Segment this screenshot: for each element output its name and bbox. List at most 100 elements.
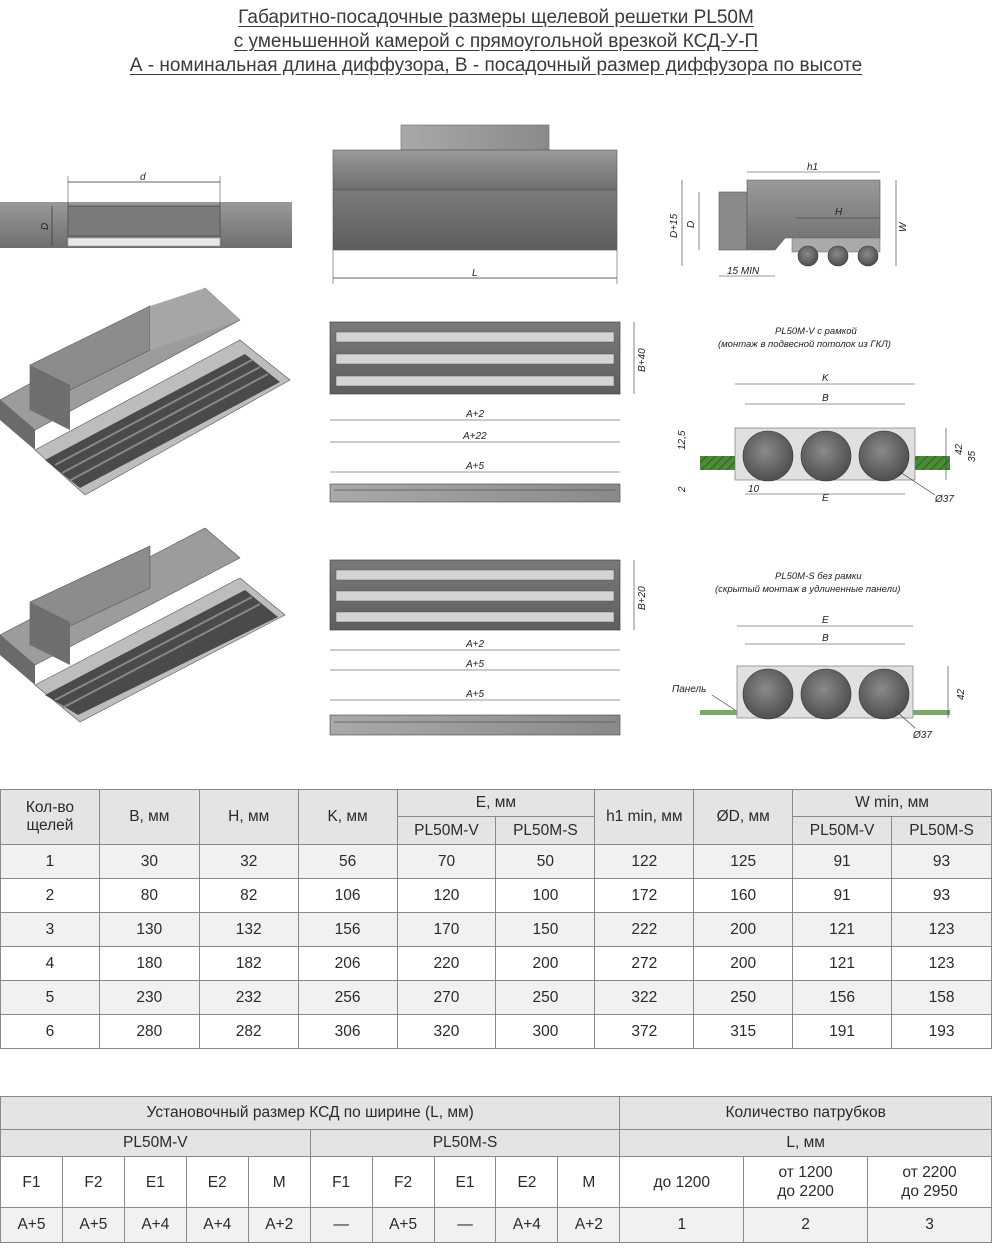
title-line-2: с уменьшенной камерой с прямоугольной вр…	[233, 31, 759, 52]
cell: 220	[396, 946, 497, 981]
cell: 306	[297, 1014, 398, 1049]
cell: 315	[693, 1014, 794, 1049]
range-3: от 2200 до 2950	[867, 1156, 992, 1208]
label-35: 35	[967, 450, 978, 462]
caption-v-2: (монтаж в подвесной потолок из ГКЛ)	[718, 339, 891, 350]
cell: 82	[198, 878, 299, 913]
label-D15: D+15	[669, 213, 680, 238]
cell: —	[433, 1207, 497, 1243]
col-label: M	[247, 1156, 311, 1208]
cell: 106	[297, 878, 398, 913]
label-B20: B+20	[637, 586, 648, 610]
cell: 80	[98, 878, 200, 913]
header-w-s: PL50M-S	[891, 816, 992, 845]
cell: 150	[495, 912, 596, 947]
header-install-size: Установочный размер КСД по ширине (L, мм…	[0, 1096, 621, 1130]
cell: 170	[396, 912, 497, 947]
label-B-v: B	[822, 393, 829, 404]
cell: 193	[891, 1014, 992, 1049]
label-42-s: 42	[956, 688, 967, 700]
section-v: PL50M-V с рамкой (монтаж в подвесной пот…	[677, 326, 978, 505]
cell: A+2	[557, 1207, 621, 1243]
label-D: D	[40, 223, 51, 230]
cell: 2	[0, 878, 100, 913]
cell: 5	[0, 980, 100, 1015]
label-H: H	[835, 207, 843, 218]
label-A2-s: A+2	[465, 639, 485, 650]
cell: 172	[594, 878, 695, 913]
label-B-s: B	[822, 633, 829, 644]
label-A5-v: A+5	[465, 461, 485, 472]
title-line-1: Габаритно-посадочные размеры щелевой реш…	[238, 7, 754, 28]
cell: 206	[297, 946, 398, 981]
grille-front-v: B+40 A+2 A+22 A+5	[329, 321, 648, 503]
header-group-s: PL50M-S	[309, 1129, 621, 1157]
cell: A+4	[495, 1207, 559, 1243]
header-w: W min, мм	[792, 789, 992, 817]
cell: 3	[867, 1207, 992, 1243]
label-D-side: D	[686, 221, 697, 228]
cell: 93	[891, 844, 992, 879]
caption-s-1: PL50M-S без рамки	[775, 571, 862, 582]
cell: 123	[891, 912, 992, 947]
cell: 200	[693, 912, 794, 947]
dimensions-table: Кол-во щелей B, мм H, мм K, мм E, мм h1 …	[0, 789, 992, 1049]
col-label: E2	[185, 1156, 249, 1208]
label-K: K	[822, 373, 830, 384]
caption-v-1: PL50M-V с рамкой	[775, 326, 857, 337]
header-count: Кол-во щелей	[0, 789, 100, 845]
label-B40: B+40	[637, 348, 648, 372]
cell: 121	[792, 912, 893, 947]
cell: 6	[0, 1014, 100, 1049]
label-h1: h1	[807, 162, 818, 173]
section-s: PL50M-S без рамки (скрытый монтаж в удли…	[672, 571, 967, 741]
range-1: до 1200	[619, 1156, 745, 1208]
cell: 121	[792, 946, 893, 981]
cell: 160	[693, 878, 794, 913]
header-nozzle-count: Количество патрубков	[619, 1096, 992, 1130]
cell: 256	[297, 980, 398, 1015]
cell: 3	[0, 912, 100, 947]
label-E-v: E	[822, 493, 829, 504]
label-2: 2	[677, 486, 688, 493]
side-view-h1: h1 H W D D+15 15 MIN	[669, 162, 909, 277]
range-3-to: до 2950	[901, 1183, 958, 1200]
cell: 270	[396, 980, 497, 1015]
cell: 250	[495, 980, 596, 1015]
cell: 156	[792, 980, 893, 1015]
col-label: M	[557, 1156, 621, 1208]
label-A5-s: A+5	[465, 659, 485, 670]
cell: A+4	[123, 1207, 187, 1243]
header-e-v: PL50M-V	[396, 816, 497, 845]
cell: 322	[594, 980, 695, 1015]
label-W: W	[898, 221, 909, 232]
cell: A+4	[185, 1207, 249, 1243]
isometric-view-v	[0, 287, 291, 496]
cell: —	[309, 1207, 373, 1243]
label-d37-v: Ø37	[934, 494, 954, 505]
cell: 282	[198, 1014, 299, 1049]
cell: 372	[594, 1014, 695, 1049]
cell: 1	[0, 844, 100, 879]
header-b: B, мм	[98, 789, 200, 845]
title-line-3: А - номинальная длина диффузора, В - пос…	[129, 55, 863, 76]
col-label: E1	[433, 1156, 497, 1208]
label-15min: 15 MIN	[727, 266, 760, 277]
cell: 4	[0, 946, 100, 981]
col-label: F1	[309, 1156, 373, 1208]
header-e-s: PL50M-S	[495, 816, 596, 845]
cell: A+5	[371, 1207, 435, 1243]
installation-table: Установочный размер КСД по ширине (L, мм…	[0, 1096, 992, 1243]
front-view-L: L	[332, 124, 618, 284]
cell: 100	[495, 878, 596, 913]
range-3-from: от 2200	[902, 1164, 957, 1181]
cell: 200	[495, 946, 596, 981]
cell: 32	[198, 844, 299, 879]
header-w-v: PL50M-V	[792, 816, 893, 845]
